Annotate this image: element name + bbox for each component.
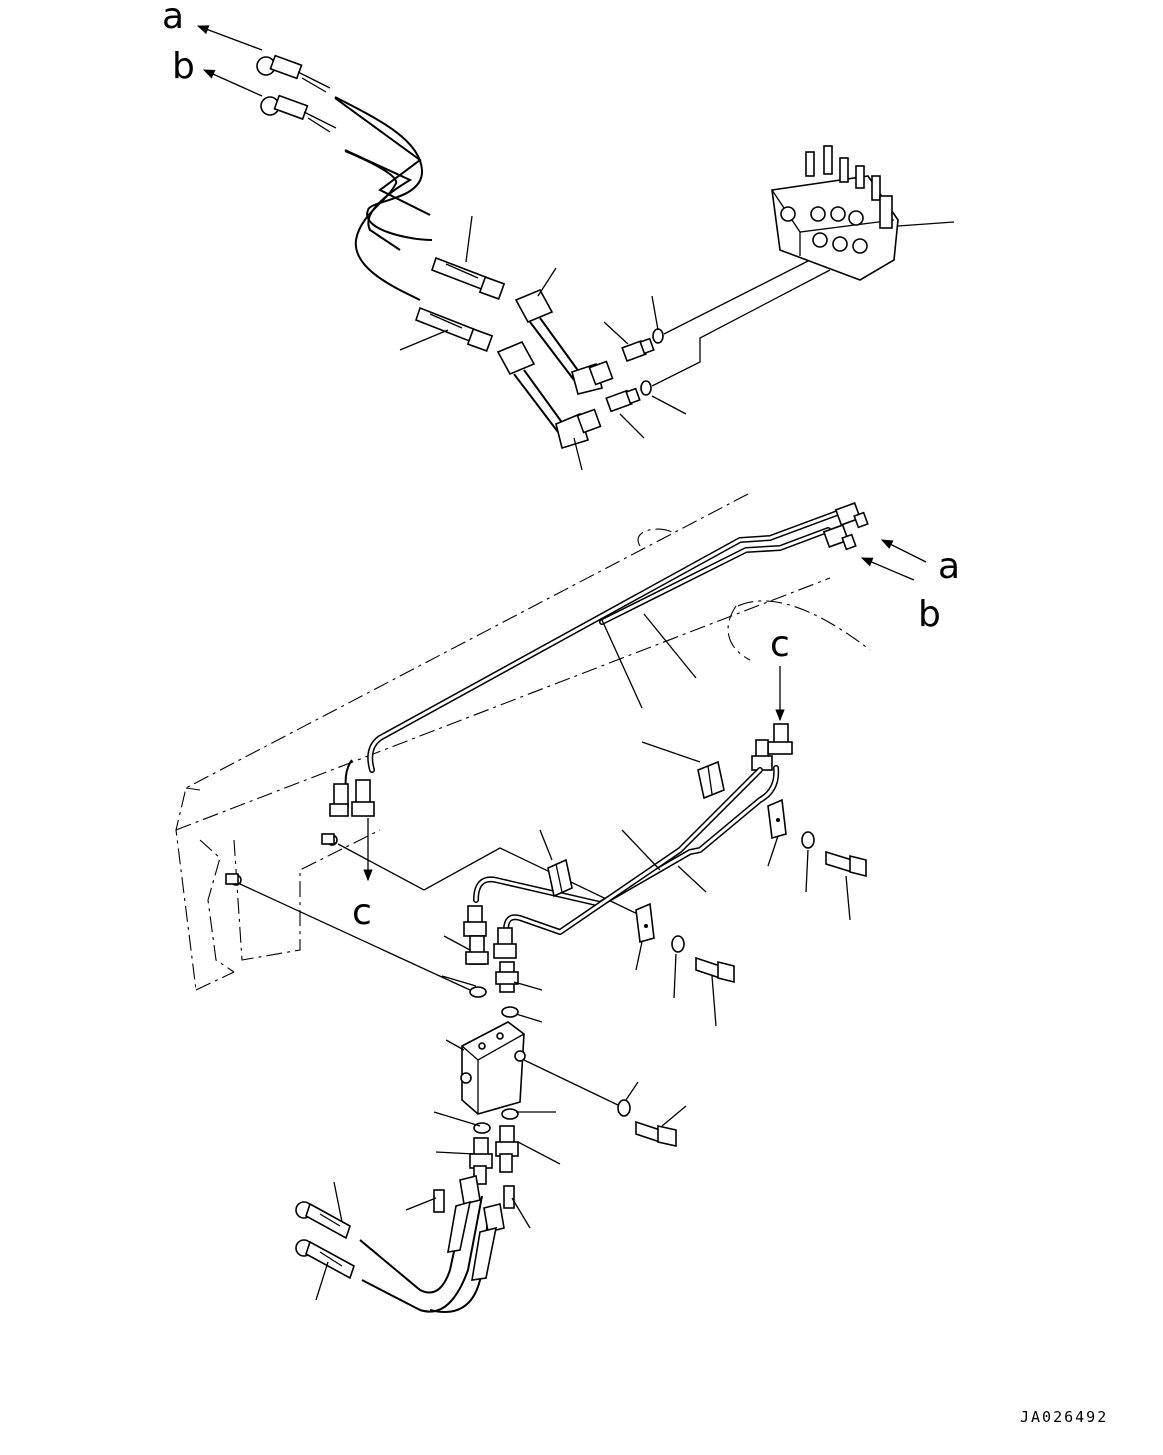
valve-bottom-fittings bbox=[433, 1108, 519, 1213]
clamp-upper bbox=[697, 760, 725, 800]
clamp-lower bbox=[547, 858, 573, 898]
bolt-lower bbox=[695, 956, 735, 984]
label-b-right: b bbox=[918, 594, 941, 635]
adapter-upper bbox=[588, 337, 655, 386]
control-valve bbox=[771, 145, 955, 281]
arrow-a-right bbox=[880, 539, 927, 563]
adapter-lower bbox=[576, 387, 641, 434]
hose-a-fitting bbox=[256, 54, 431, 216]
short-pipe-lower bbox=[503, 767, 763, 935]
bottom-hoses bbox=[295, 1175, 505, 1313]
pipe-fitting-right-b bbox=[822, 524, 857, 551]
bracket-upper bbox=[767, 798, 787, 840]
label-c-right: c bbox=[770, 624, 790, 665]
valve-top-fittings bbox=[463, 905, 519, 1018]
arrow-a-top bbox=[196, 25, 263, 51]
top-hose-assembly bbox=[256, 54, 831, 471]
washer-block bbox=[617, 1099, 631, 1117]
elbow-lower bbox=[496, 340, 589, 450]
bolt-upper bbox=[825, 850, 867, 878]
machine-frame-outline bbox=[175, 493, 871, 991]
drawing-code: JA026492 bbox=[1020, 1408, 1108, 1426]
o-ring-upper bbox=[652, 328, 664, 344]
arrow-b-top bbox=[202, 69, 263, 97]
pipe-fitting-right-a bbox=[834, 502, 869, 529]
label-c-left: c bbox=[352, 892, 372, 933]
label-a-right: a bbox=[938, 546, 960, 587]
label-a-top: a bbox=[162, 0, 184, 37]
short-pipe-upper bbox=[473, 765, 780, 907]
long-pipe-a bbox=[367, 509, 843, 773]
hose-b-fitting bbox=[260, 94, 413, 251]
bolt-block bbox=[635, 1120, 677, 1147]
hose-end-upper bbox=[430, 256, 506, 300]
hose-end-lower bbox=[415, 306, 494, 352]
washer-upper bbox=[801, 831, 815, 849]
pipe-end-fittings-left bbox=[329, 759, 375, 882]
washer-lower bbox=[671, 935, 685, 953]
o-ring-lower bbox=[640, 380, 652, 396]
label-b-top: b bbox=[172, 46, 195, 87]
valve-block bbox=[460, 1021, 526, 1115]
arrow-b-right bbox=[860, 557, 915, 581]
bracket-lower bbox=[635, 902, 655, 944]
elbow-upper bbox=[514, 288, 603, 395]
long-pipe-b bbox=[599, 527, 831, 625]
pipe-fittings-right-c bbox=[751, 723, 793, 771]
